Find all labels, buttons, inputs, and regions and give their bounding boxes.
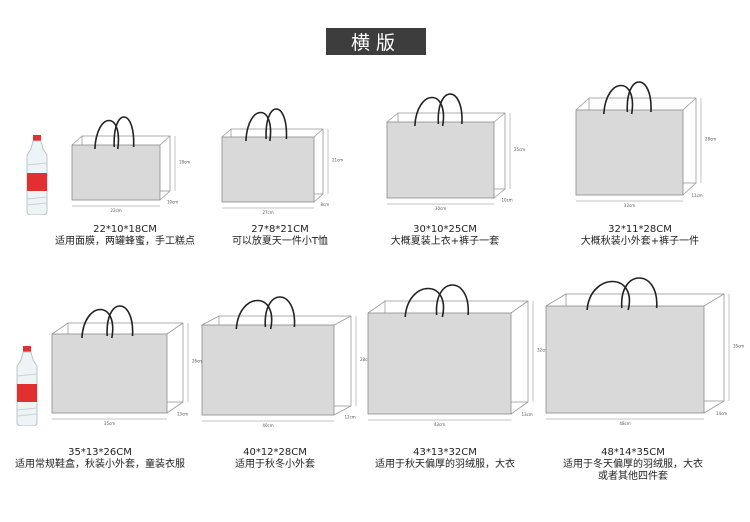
- bag-size-label: 35*13*26CM: [68, 447, 132, 458]
- bag-handle-back: [621, 277, 658, 309]
- bag-handle-front: [94, 119, 120, 150]
- bag-handle-back: [106, 305, 134, 337]
- bag-handle-back: [264, 296, 296, 328]
- bag-size-label: 43*13*32CM: [413, 447, 477, 458]
- bag-handle-front: [245, 111, 272, 142]
- bag-illustration: 27cm 21cm 8cm: [220, 95, 343, 215]
- bag-side-edge: [201, 315, 352, 416]
- bag-illustration: 43cm 32cm 13cm: [366, 267, 548, 427]
- bag-handle-front: [586, 280, 631, 311]
- bag-use-label: 适用于秋冬小外套: [235, 459, 315, 470]
- width-dimension-label: 32cm: [624, 203, 635, 208]
- bag-use-label: 大概秋装小外套+裤子一件: [580, 236, 700, 247]
- bag-handle-back: [113, 116, 135, 148]
- depth-dimension-label: 11cm: [692, 193, 703, 198]
- bag-illustration: 22cm 18cm 10cm: [70, 102, 190, 213]
- depth-dimension-label: 14cm: [716, 411, 727, 416]
- bag-caption: 40*12*28CM 适用于秋冬小外套: [195, 447, 355, 471]
- bag-front-face: [575, 109, 684, 196]
- bag-size-label: 30*10*25CM: [413, 224, 477, 235]
- width-dimension-label: 43cm: [434, 422, 445, 427]
- bag-front-face: [386, 121, 495, 199]
- bag-side-edge: [545, 293, 725, 414]
- bag-size-label: 32*11*28CM: [608, 224, 672, 235]
- bag-front-face: [51, 333, 168, 414]
- width-dimension-label: 35cm: [104, 421, 115, 426]
- bag-use-label: 适用于冬天偏厚的羽绒服，大衣: [563, 459, 703, 470]
- depth-dimension-label: 8cm: [321, 202, 330, 207]
- height-dimension-label: 26cm: [192, 359, 203, 364]
- width-dimension-label: 48cm: [619, 421, 630, 426]
- bag-front-face: [71, 144, 161, 201]
- bag-illustration: 35cm 26cm 13cm: [50, 289, 203, 426]
- page-title: 横版: [326, 28, 426, 55]
- bag-handle-back: [626, 81, 652, 113]
- bag-handle-front: [81, 308, 114, 339]
- height-dimension-label: 25cm: [514, 147, 525, 152]
- depth-dimension-label: 13cm: [522, 412, 533, 417]
- bag-handle-front: [235, 299, 273, 330]
- bag-use-label: 可以放夏天一件小T恤: [231, 236, 329, 247]
- bag-handle-back: [265, 108, 288, 140]
- bag-handle-back: [437, 93, 463, 125]
- bag-caption: 48*14*35CM 适用于冬天偏厚的羽绒服，大衣 或者其他四件套: [548, 447, 718, 483]
- depth-dimension-label: 13cm: [177, 412, 188, 417]
- height-dimension-label: 35cm: [733, 344, 744, 349]
- bag-front-face: [367, 312, 512, 415]
- bag-front-face: [545, 305, 705, 414]
- bag-front-face: [201, 324, 335, 416]
- bag-side-edge: [221, 128, 324, 203]
- bag-caption: 35*13*26CM 适用常规鞋盒，秋装小外套，童装衣服: [10, 447, 190, 471]
- bag-handle-front: [603, 84, 634, 115]
- bag-caption: 27*8*21CM 可以放夏天一件小T恤: [200, 224, 360, 248]
- bag-side-edge: [71, 135, 171, 201]
- depth-dimension-label: 12cm: [345, 415, 356, 420]
- width-dimension-label: 27cm: [262, 210, 273, 215]
- bag-size-label: 22*10*18CM: [93, 224, 157, 235]
- bag-illustration: 32cm 28cm 11cm: [574, 64, 716, 208]
- bag-side-edge: [386, 112, 506, 199]
- bag-caption: 43*13*32CM 适用于秋天偏厚的羽绒服，大衣: [360, 447, 530, 471]
- height-dimension-label: 28cm: [705, 137, 716, 142]
- bag-illustration: 48cm 35cm 14cm: [544, 260, 744, 426]
- bag-handle-front: [414, 96, 445, 127]
- bag-side-edge: [367, 300, 529, 415]
- bag-caption: 22*10*18CM 适用面膜，两罐蜂蜜，手工糕点: [40, 224, 210, 248]
- bag-handle-front: [404, 287, 445, 318]
- bag-use-label: 适用面膜，两罐蜂蜜，手工糕点: [55, 236, 195, 247]
- bag-front-face: [221, 136, 315, 203]
- height-dimension-label: 21cm: [332, 158, 343, 163]
- bag-side-edge: [575, 97, 697, 196]
- height-dimension-label: 28cm: [360, 357, 371, 362]
- bag-use-label: 适用于秋天偏厚的羽绒服，大衣: [375, 459, 515, 470]
- bag-use-label: 适用常规鞋盒，秋装小外套，童装衣服: [15, 459, 185, 470]
- bag-size-label: 27*8*21CM: [251, 224, 309, 235]
- height-dimension-label: 32cm: [537, 348, 548, 353]
- bag-caption: 32*11*28CM 大概秋装小外套+裤子一件: [555, 224, 725, 248]
- height-dimension-label: 18cm: [179, 160, 190, 165]
- water-bottle-icon: [24, 135, 50, 216]
- bag-size-label: 40*12*28CM: [243, 447, 307, 458]
- water-bottle-icon: [14, 346, 40, 427]
- width-dimension-label: 40cm: [262, 423, 273, 428]
- bag-illustration: 40cm 28cm 12cm: [200, 282, 371, 428]
- width-dimension-label: 22cm: [110, 208, 121, 213]
- bag-side-edge: [51, 322, 184, 414]
- bag-handle-back: [435, 284, 469, 316]
- depth-dimension-label: 10cm: [167, 200, 178, 205]
- depth-dimension-label: 10cm: [502, 198, 513, 203]
- bag-illustration: 30cm 25cm 10cm: [385, 79, 525, 211]
- bag-use-label-2: 或者其他四件套: [598, 471, 668, 482]
- bag-use-label: 大概夏装上衣+裤子一套: [390, 236, 500, 247]
- width-dimension-label: 30cm: [435, 206, 446, 211]
- bag-size-label: 48*14*35CM: [601, 447, 665, 458]
- bag-caption: 30*10*25CM 大概夏装上衣+裤子一套: [360, 224, 530, 248]
